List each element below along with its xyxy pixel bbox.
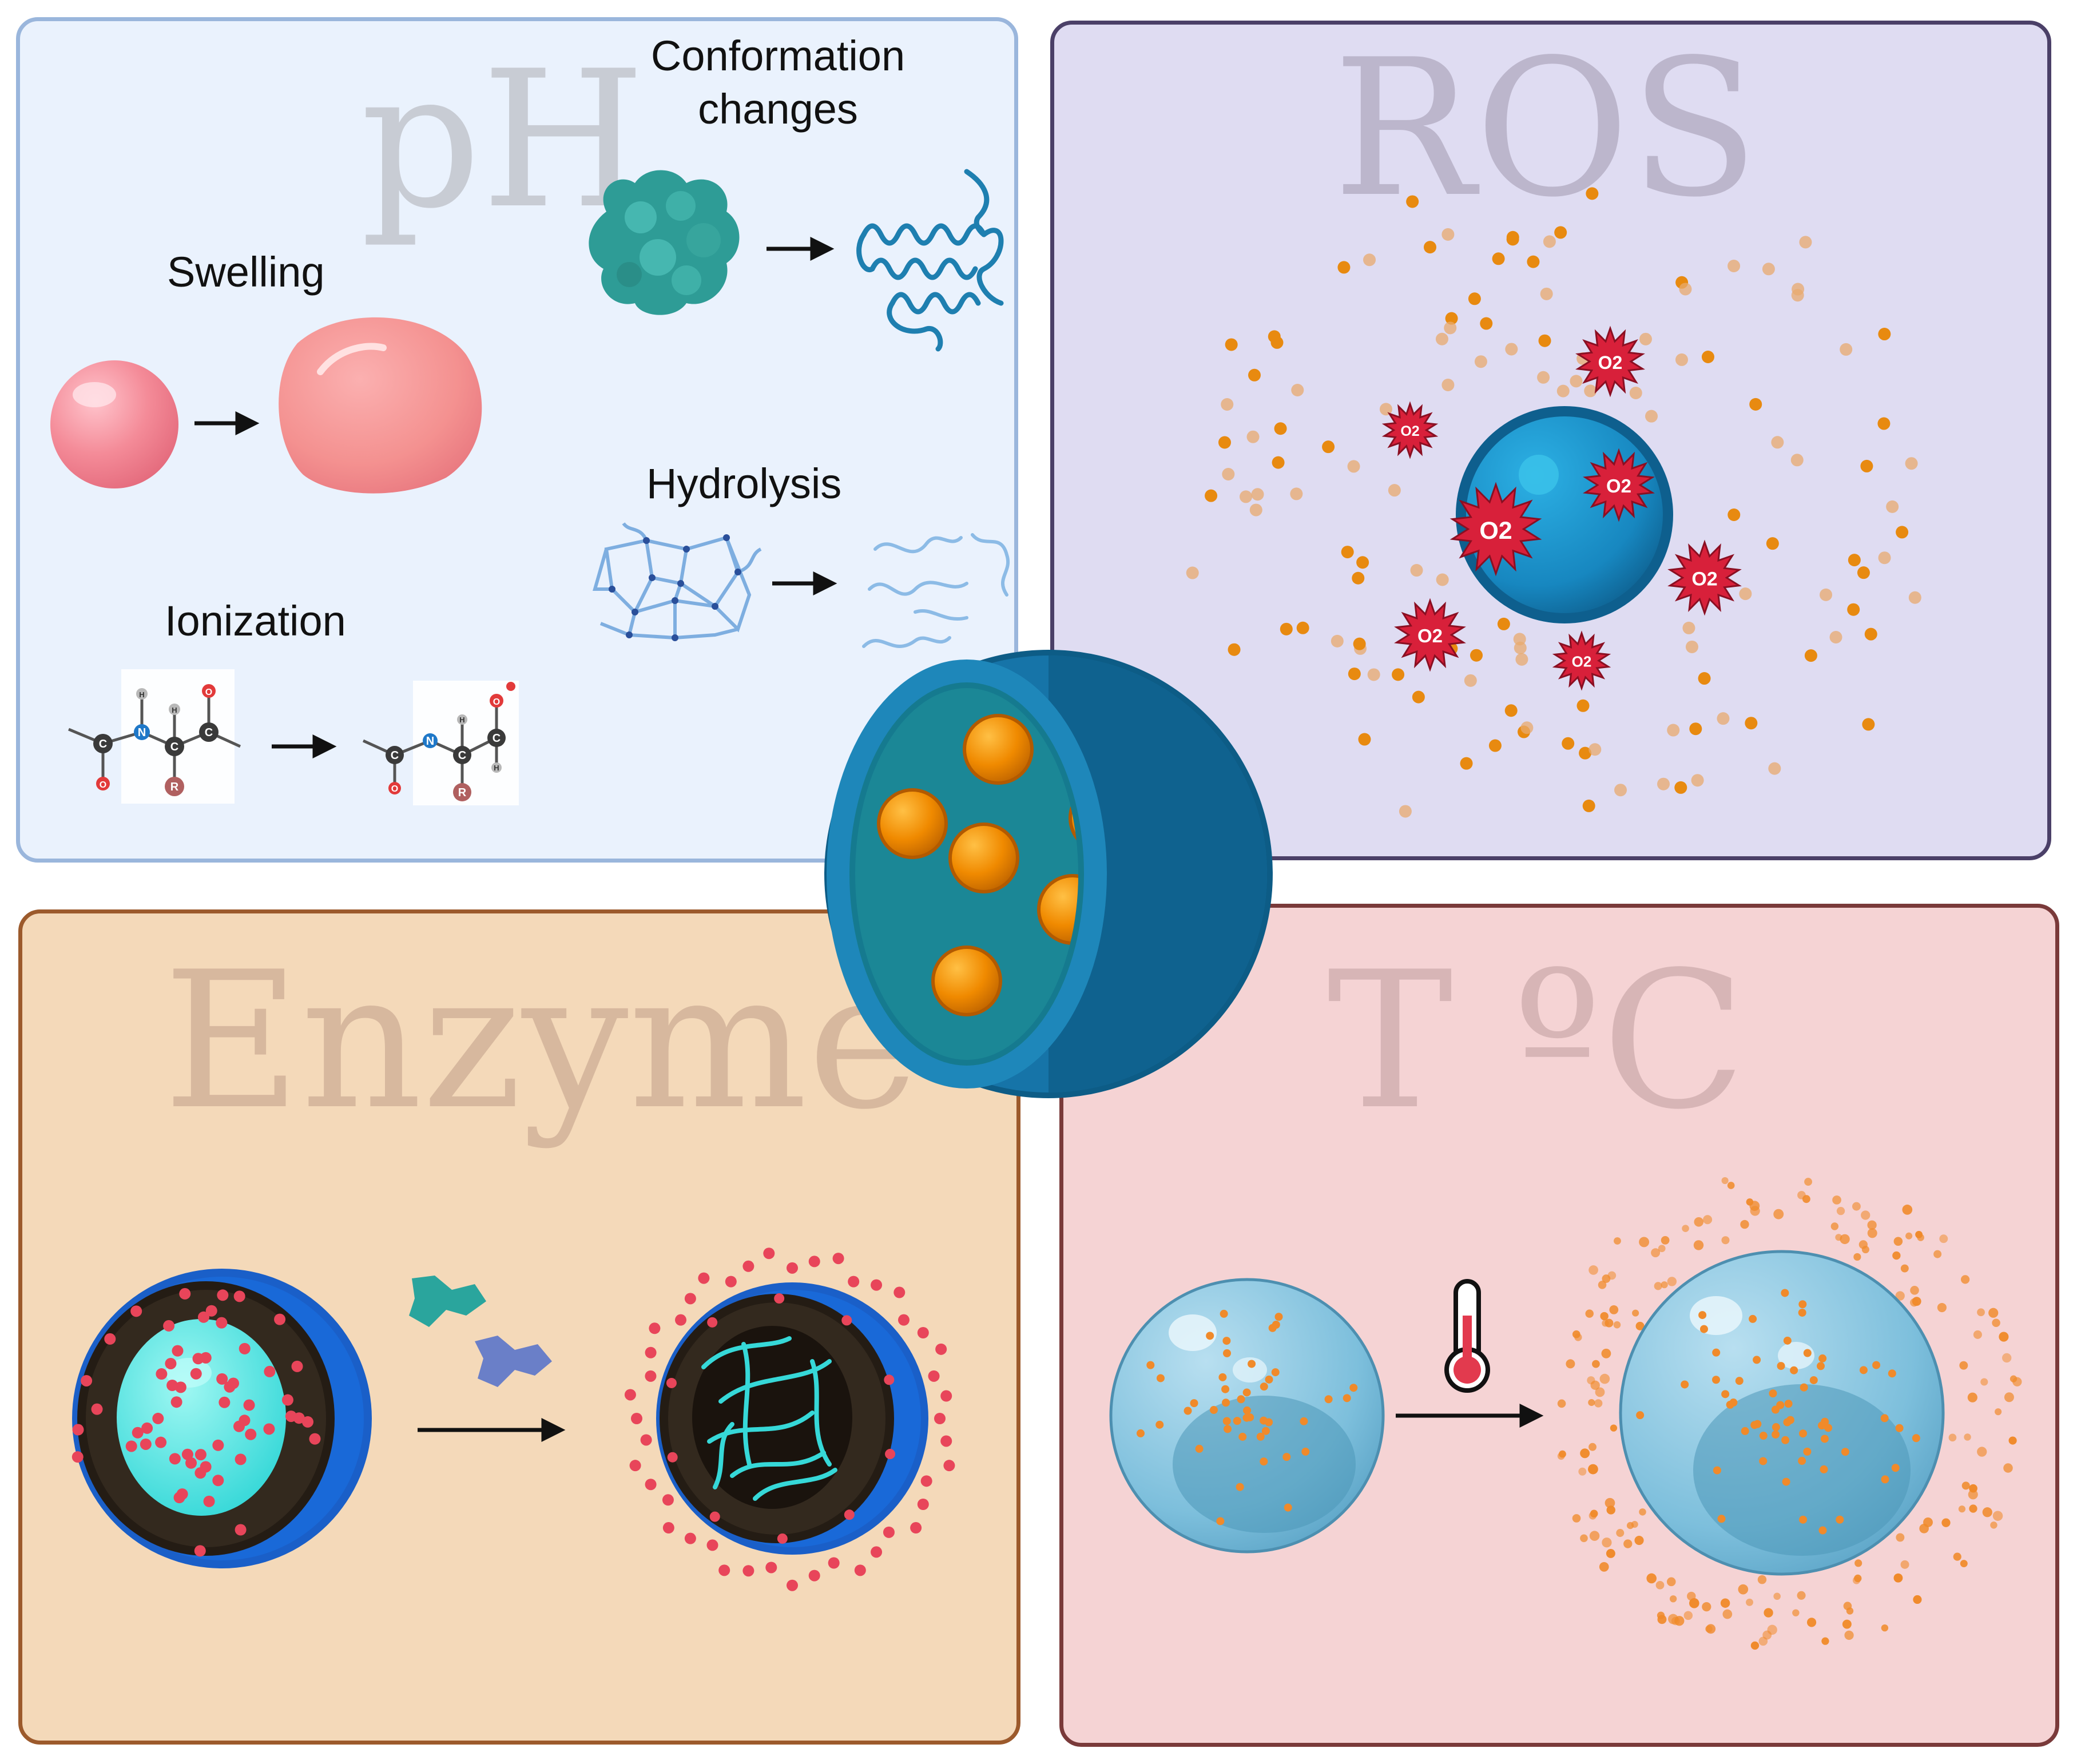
ros-cargo-dots — [1186, 187, 1921, 818]
atom-label-c: C — [458, 749, 466, 762]
atom-label-o: O — [493, 697, 500, 707]
degraded-polymer — [862, 533, 1010, 648]
o2-radical-icon — [1394, 598, 1466, 672]
atom-label-c: C — [493, 732, 501, 745]
atom-label-o: O — [391, 784, 398, 794]
ionization-label: Ionization — [165, 597, 346, 645]
conformation-changes-label: Conformation changes — [650, 32, 906, 133]
ph-watermark: pH — [360, 30, 646, 250]
atom-label-o: O — [205, 688, 212, 697]
atom-label-n: N — [426, 735, 434, 748]
enzyme-watermark: Enzyme — [163, 931, 919, 1151]
enzyme-molecules — [409, 1276, 552, 1387]
atom-label-h: H — [172, 706, 177, 714]
o2-radical-icon — [1667, 539, 1742, 616]
o2-label: O2 — [1691, 569, 1717, 590]
atom-label-c: C — [391, 749, 399, 762]
hydrolysis-label: Hydrolysis — [646, 460, 842, 507]
enzyme-particle-after — [624, 1247, 955, 1591]
ros-o2-species — [1381, 325, 1742, 691]
protein-globule — [589, 170, 740, 315]
atom-label-n: N — [138, 726, 146, 739]
o2-radical-icon — [1449, 482, 1542, 577]
thermometer-icon — [1444, 1279, 1490, 1393]
thermo-particle-after — [1557, 1177, 2022, 1650]
o2-label: O2 — [1479, 517, 1512, 545]
atom-label-c: C — [205, 726, 213, 739]
atom-label-c: C — [99, 738, 107, 750]
o2-label: O2 — [1598, 352, 1623, 373]
atom-label-r: R — [458, 786, 467, 799]
ros-watermark: ROS — [1333, 19, 1760, 239]
atom-label-h: H — [459, 716, 464, 724]
o2-label: O2 — [1417, 625, 1443, 646]
temperature-watermark: T ºC — [1327, 931, 1746, 1151]
atom-label-h: H — [494, 764, 499, 772]
o2-radical-icon — [1552, 630, 1611, 691]
o2-radical-icon — [1381, 401, 1439, 459]
o2-label: O2 — [1572, 653, 1592, 670]
atom-label-c: C — [170, 741, 178, 753]
swelling-label: Swelling — [167, 248, 325, 296]
enzyme-particle-before — [72, 1269, 372, 1568]
thermo-particle-before — [1109, 1278, 1385, 1554]
molecule-before — [68, 669, 241, 804]
o2-label: O2 — [1606, 475, 1631, 496]
teal-core — [117, 1319, 286, 1516]
unfolded-protein — [856, 169, 1004, 352]
atom-label-r: R — [170, 781, 179, 793]
atom-label-o: O — [100, 780, 106, 790]
o2-radical-icon — [1575, 325, 1645, 398]
o2-label: O2 — [1400, 423, 1419, 439]
central-nanoparticle — [824, 650, 1273, 1098]
molecule-after — [362, 681, 519, 805]
o2-radical-icon — [1583, 448, 1655, 522]
atom-label-h: H — [139, 690, 144, 699]
